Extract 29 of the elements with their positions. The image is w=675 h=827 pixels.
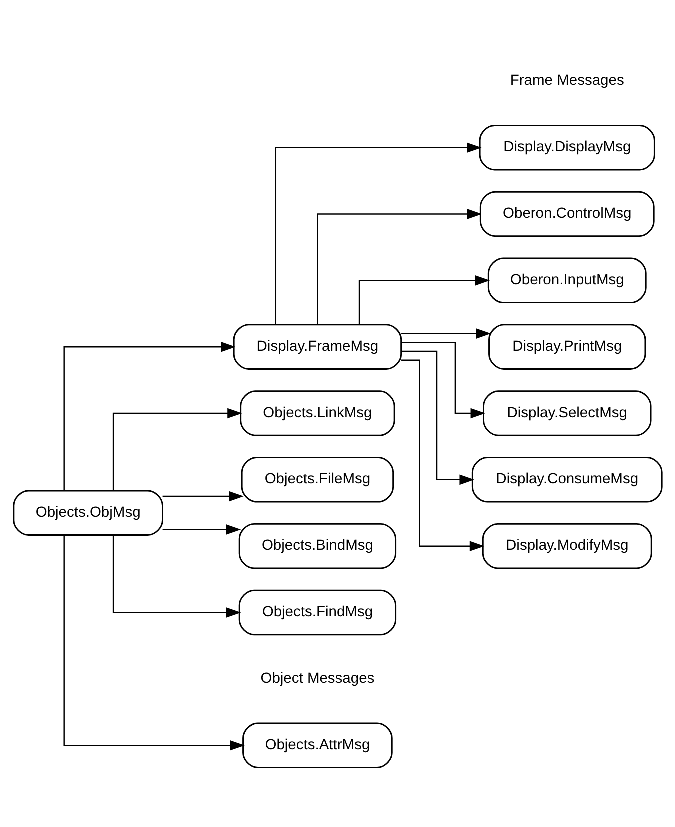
node-box: Objects.BindMsg [238,523,396,570]
arrow [112,408,242,491]
arrow [358,276,490,325]
arrow [112,536,241,618]
arrow [316,209,482,325]
node-box: Objects.ObjMsg [12,490,163,536]
node-box: Display.ModifyMsg [482,523,652,570]
node-box: Display.PrintMsg [488,324,646,370]
arrow [162,524,241,535]
node-box: Objects.LinkMsg [240,390,395,436]
label: Object Messages [260,670,374,687]
arrow [63,535,244,751]
node-box: Display.FrameMsg [232,324,402,370]
arrow [400,342,486,419]
arrow [401,360,484,552]
arrow [401,350,474,486]
node-box: Oberon.ControlMsg [479,191,654,238]
arrow [162,491,244,502]
node-box: Display.DisplayMsg [478,124,655,171]
node-box: Display.ConsumeMsg [471,457,662,503]
arrow [63,342,236,491]
label: Frame Messages [510,73,624,90]
node-box: Oberon.InputMsg [487,258,646,304]
node-box: Objects.FileMsg [240,457,394,503]
node-box: Display.SelectMsg [482,390,652,436]
arrow [401,328,491,339]
node-box: Objects.FindMsg [238,590,396,636]
node-box: Objects.AttrMsg [242,722,392,768]
arrow [274,142,482,325]
